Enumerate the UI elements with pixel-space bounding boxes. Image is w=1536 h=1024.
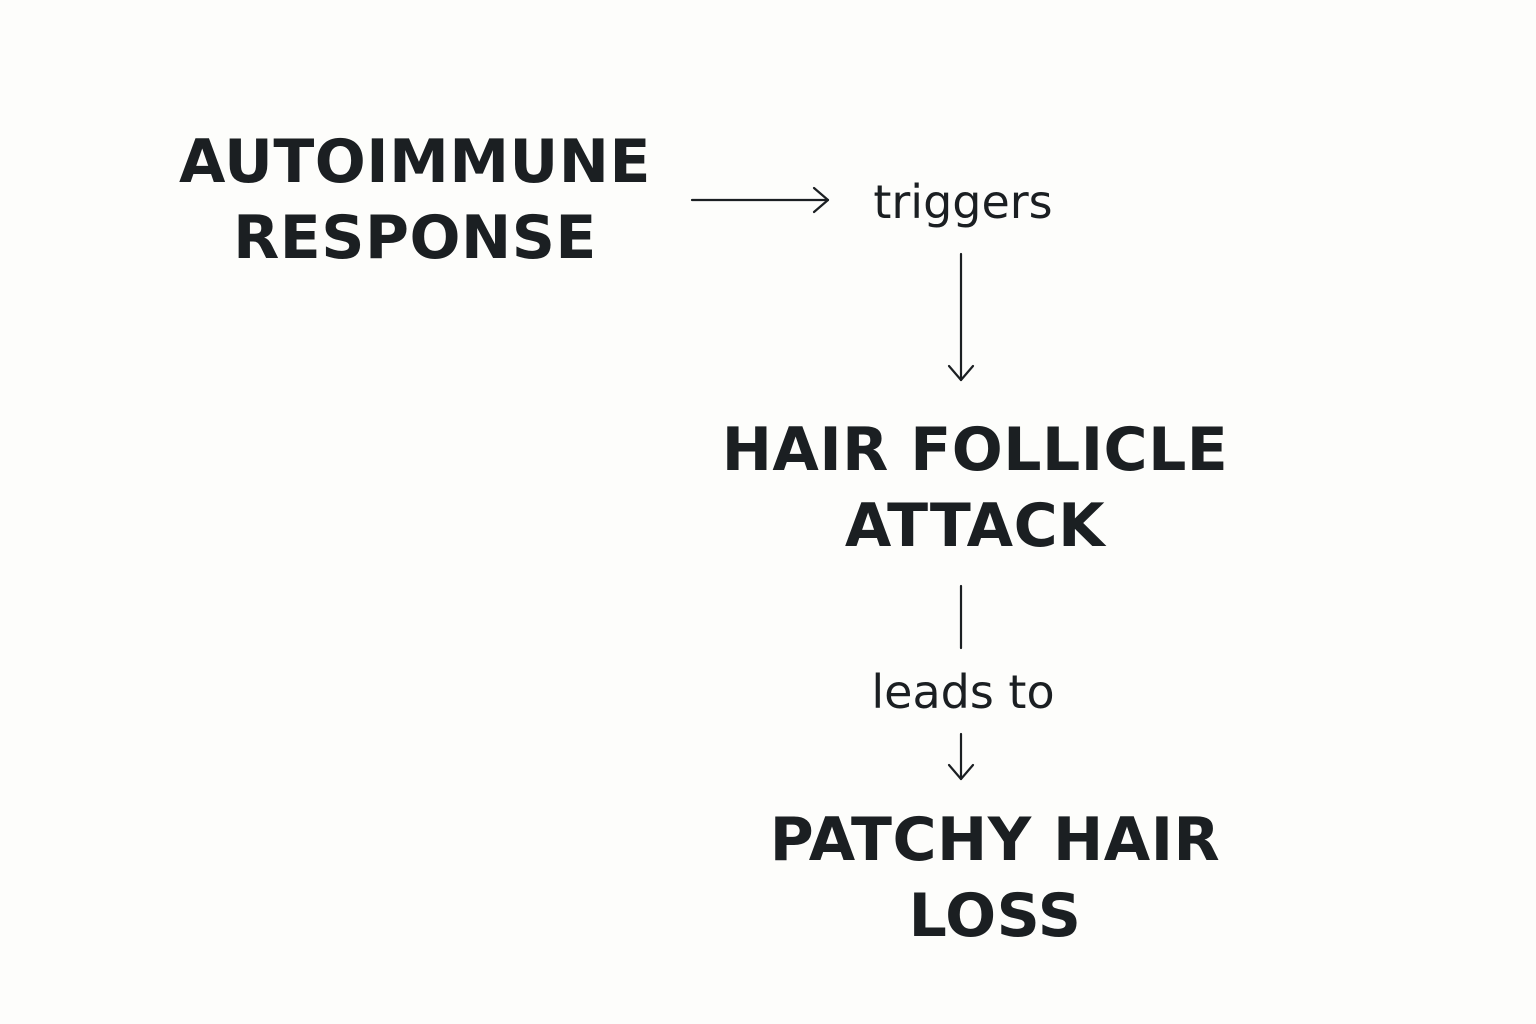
node-label-line: ATTACK: [844, 491, 1106, 561]
node-label-line: PATCHY HAIR: [769, 805, 1221, 875]
node-hair-follicle-attack: HAIR FOLLICLE ATTACK: [720, 412, 1230, 564]
node-label-line: HAIR FOLLICLE: [721, 415, 1229, 485]
arrow-right-to-triggers: [690, 186, 830, 214]
arrow-down-to-follicle-attack: [947, 252, 975, 382]
node-autoimmune-response: AUTOIMMUNE RESPONSE: [170, 124, 660, 276]
edge-label-triggers: triggers: [873, 175, 1053, 229]
node-label-line: LOSS: [908, 881, 1082, 951]
arrow-down-to-patchy-hair-loss: [947, 732, 975, 781]
node-patchy-hair-loss: PATCHY HAIR LOSS: [760, 802, 1230, 954]
node-label-line: RESPONSE: [233, 203, 597, 273]
node-label-line: AUTOIMMUNE: [179, 127, 651, 197]
edge-label-leads-to: leads to: [871, 665, 1055, 719]
